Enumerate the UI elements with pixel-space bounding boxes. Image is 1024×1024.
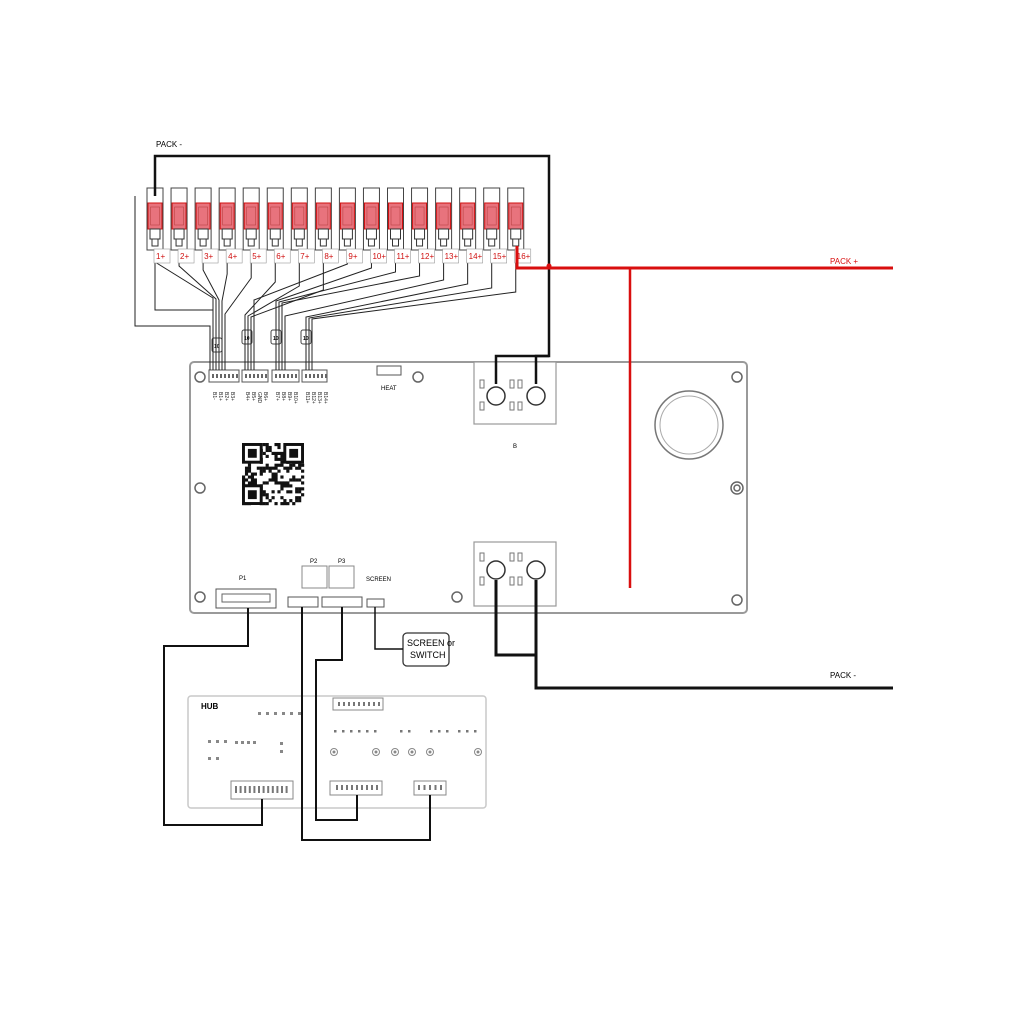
- cell-terminal-2: 2+: [170, 187, 195, 264]
- sense-wires: [134, 196, 517, 370]
- cell-label-4: 4+: [228, 252, 237, 261]
- p1-hub-wire: [163, 608, 263, 826]
- cell-terminal-7: 7+: [290, 187, 315, 264]
- cell-terminal-15: 15+: [483, 187, 508, 264]
- cell-terminal-5: 5+: [242, 187, 267, 264]
- cell-label-7: 7+: [300, 252, 309, 261]
- screen-wire: [374, 607, 403, 650]
- pin-label: B6+: [262, 392, 268, 401]
- p2-hub-wire: [301, 607, 431, 841]
- cell-label-8: 8+: [324, 252, 333, 261]
- p-terminal-block: [473, 541, 557, 607]
- bms-board: [189, 361, 748, 614]
- pin-label: B4+: [244, 392, 250, 401]
- heat-connector: [376, 365, 402, 376]
- hub-label: HUB: [201, 702, 219, 711]
- pack-minus-wire-top: [153, 154, 551, 384]
- cell-label-5: 5+: [252, 252, 261, 261]
- heat-label: HEAT: [381, 386, 397, 392]
- pin-label: B13+: [316, 392, 322, 404]
- p1-label: P1: [239, 576, 247, 582]
- svg-text:10: 10: [214, 344, 220, 350]
- p2-connector: [287, 596, 319, 608]
- pack-plus-label: PACK +: [830, 257, 858, 266]
- p3-label: P3: [338, 559, 346, 565]
- screen-switch-line2: SWITCH: [410, 650, 446, 660]
- pin-label: B3+: [229, 392, 235, 401]
- cell-terminal-11: 11+: [387, 187, 411, 264]
- cell-label-14: 14+: [469, 252, 483, 261]
- svg-text:10: 10: [244, 336, 250, 342]
- cell-terminal-1: 1+: [146, 187, 171, 264]
- cell-label-13: 13+: [445, 252, 459, 261]
- cell-label-1: 1+: [156, 252, 165, 261]
- pin-label: B9+: [286, 392, 292, 401]
- screen-switch-line1: SCREEN or: [407, 638, 455, 648]
- cell-label-15: 15+: [493, 252, 507, 261]
- cell-label-16: 16+: [517, 252, 531, 261]
- cell-terminal-10: 10+: [362, 187, 387, 264]
- pin-label: B1+: [217, 392, 223, 401]
- p3-hub-wire: [315, 607, 358, 821]
- p1-connector: [215, 588, 277, 609]
- cell-terminal-9: 9+: [338, 187, 363, 264]
- mounting-holes: [194, 371, 744, 606]
- pack-plus-wire: [515, 246, 893, 270]
- pin-label: B10+: [292, 392, 298, 404]
- cell-terminal-16: 16+: [507, 187, 532, 264]
- p3-connector: [321, 596, 363, 608]
- sense-connectors: [208, 369, 328, 383]
- pin-label: B2+: [223, 392, 229, 401]
- pin-label: GND: [256, 392, 262, 404]
- pin-label: B12+: [310, 392, 316, 404]
- hub-components: [208, 702, 482, 793]
- qr-code: [242, 443, 305, 506]
- sense-connector-pins: [212, 374, 327, 378]
- cell-label-12: 12+: [421, 252, 435, 261]
- pin-label: B8+: [280, 392, 286, 401]
- p3-frame: [328, 565, 355, 589]
- cell-label-6: 6+: [276, 252, 285, 261]
- cell-label-10: 10+: [372, 252, 386, 261]
- cell-label-3: 3+: [204, 252, 213, 261]
- cell-terminal-3: 3+: [194, 187, 219, 264]
- cell-terminal-14: 14+: [459, 187, 483, 264]
- cell-label-9: 9+: [348, 252, 357, 261]
- p2-frame: [301, 565, 328, 589]
- pin-label: B11+: [304, 392, 310, 404]
- power-wires: [153, 154, 893, 841]
- cell-terminal-12: 12+: [411, 187, 435, 264]
- pack-minus-bottom-label: PACK -: [830, 671, 856, 680]
- cell-terminals: 1+ 2+ 3+ 4+ 5+ 6+ 7+ 8+ 9+ 10+ 11+ 12+ 13+ 14+ 15+ 16+: [146, 187, 532, 264]
- cell-label-2: 2+: [180, 252, 189, 261]
- round-component: [654, 390, 724, 460]
- pin-label: B1-: [211, 392, 217, 400]
- pin-label: B7+: [274, 392, 280, 401]
- cell-label-11: 11+: [397, 252, 410, 261]
- cell-terminal-6: 6+: [266, 187, 291, 264]
- b-terminal-block: [473, 361, 557, 425]
- cell-terminal-4: 4+: [218, 187, 243, 264]
- screen-label: SCREEN: [366, 577, 391, 583]
- b-label: B: [513, 444, 517, 450]
- pack-minus-top-label: PACK -: [156, 140, 182, 149]
- pin-label: B5+: [250, 392, 256, 401]
- screen-connector: [366, 598, 385, 608]
- p2-label: P2: [310, 559, 318, 565]
- pin-label: B14+: [322, 392, 328, 404]
- cell-terminal-8: 8+: [314, 187, 339, 264]
- cell-terminal-13: 13+: [435, 187, 459, 264]
